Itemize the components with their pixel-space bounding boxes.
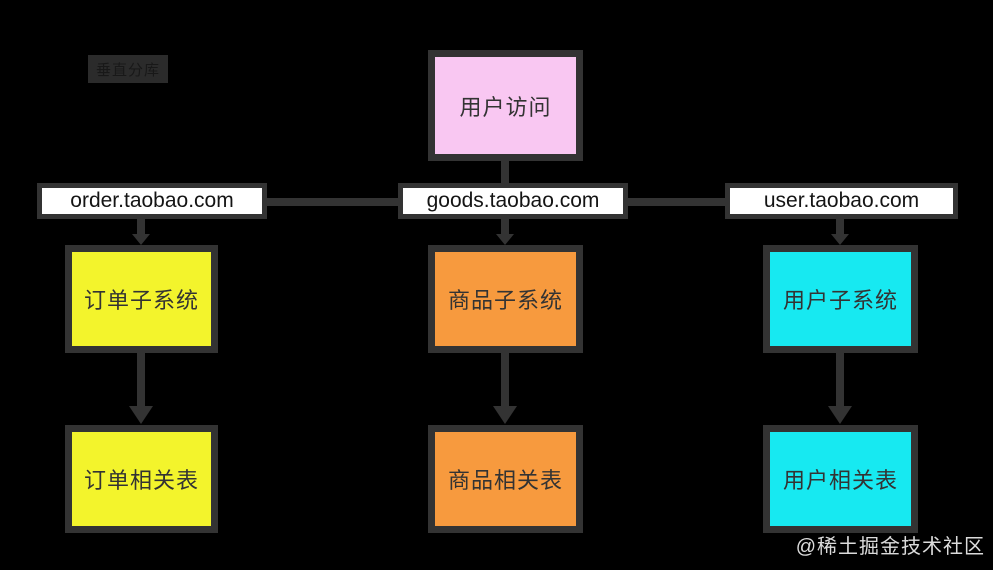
connector-goods-tables	[501, 353, 509, 407]
node-order-tables: 订单相关表	[65, 425, 218, 533]
watermark: @稀土掘金技术社区	[795, 536, 985, 558]
node-domain-order: order.taobao.com	[37, 183, 267, 219]
connector-goods-user	[628, 198, 725, 206]
connector-user-tables	[836, 353, 844, 407]
connector-topnode-goods	[501, 161, 509, 183]
arrow-down-icon	[828, 406, 852, 424]
arrow-down-icon	[496, 234, 514, 245]
arrow-down-icon	[129, 406, 153, 424]
connector-user-subsystem	[836, 219, 844, 235]
node-user-subsystem: 用户子系统	[763, 245, 918, 353]
node-goods-subsystem: 商品子系统	[428, 245, 583, 353]
node-goods-tables: 商品相关表	[428, 425, 583, 533]
node-domain-goods: goods.taobao.com	[398, 183, 628, 219]
diagram-title-label: 垂直分库	[88, 55, 168, 83]
connector-order-tables	[137, 353, 145, 407]
arrow-down-icon	[493, 406, 517, 424]
connector-order-goods	[267, 198, 398, 206]
arrow-down-icon	[831, 234, 849, 245]
node-user-access: 用户访问	[428, 50, 583, 161]
connector-order-subsystem	[137, 219, 145, 235]
node-order-subsystem: 订单子系统	[65, 245, 218, 353]
node-user-tables: 用户相关表	[763, 425, 918, 533]
node-domain-user: user.taobao.com	[725, 183, 958, 219]
arrow-down-icon	[132, 234, 150, 245]
connector-goods-subsystem	[501, 219, 509, 235]
